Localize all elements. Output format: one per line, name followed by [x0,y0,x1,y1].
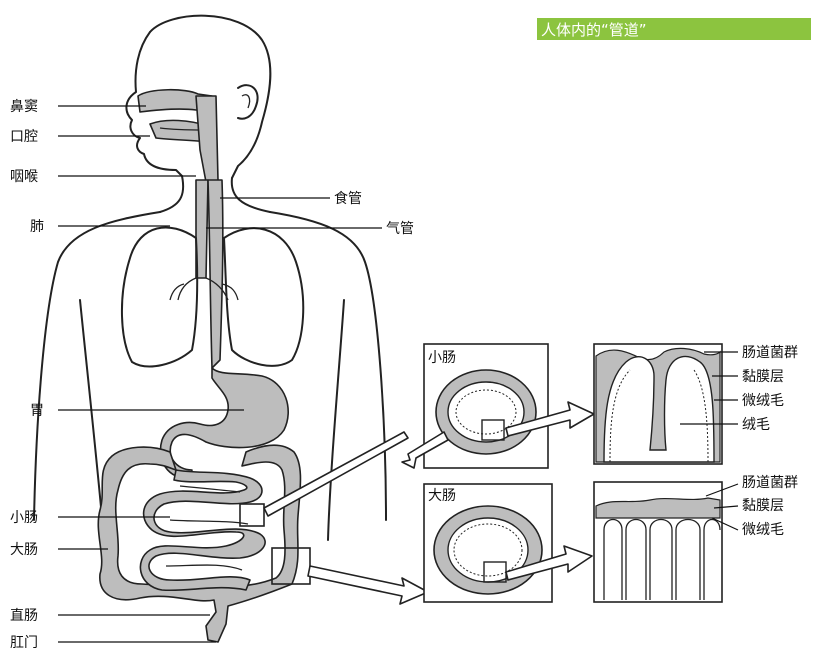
small-panel-heading: 小肠 [428,350,456,366]
large-panel-heading: 大肠 [428,488,456,504]
label-trachea: 气管 [386,221,414,237]
title-banner: 人体内的“管道” [537,18,811,40]
small-intestine [140,470,265,590]
small-label-villi: 绒毛 [742,417,770,433]
label-anus: 肛门 [10,635,38,651]
small-label-gut-flora: 肠道菌群 [742,345,798,361]
large-label-mucosa: 黏膜层 [742,498,784,514]
label-small-intestine: 小肠 [10,510,38,526]
label-sinus: 鼻窦 [10,98,38,115]
label-mouth: 口腔 [10,129,38,145]
small-label-microvilli: 微绒毛 [742,393,784,409]
label-esophagus: 食管 [334,190,362,207]
label-large-intestine: 大肠 [10,542,38,558]
large-label-gut-flora: 肠道菌群 [742,475,798,491]
esophagus-tube [208,180,223,368]
throat-tube [196,96,218,182]
large-label-microvilli: 微绒毛 [742,522,784,538]
small-label-mucosa: 黏膜层 [742,369,784,385]
label-pharynx: 咽喉 [10,169,38,185]
label-stomach: 胃 [30,403,44,419]
right-lung [224,228,303,366]
diagram-title: 人体内的“管道” [541,21,647,39]
small-intestine-villi-panel: 肠道菌群 黏膜层 微绒毛 绒毛 [594,344,798,464]
label-rectum: 直肠 [10,607,38,624]
large-intestine-detail-panel: 肠道菌群 黏膜层 微绒毛 [594,475,798,602]
label-lung: 肺 [30,219,44,235]
small-intestine-section-panel: 小肠 [402,344,594,468]
large-intestine-section-panel: 大肠 [424,484,592,602]
left-lung [122,227,197,366]
